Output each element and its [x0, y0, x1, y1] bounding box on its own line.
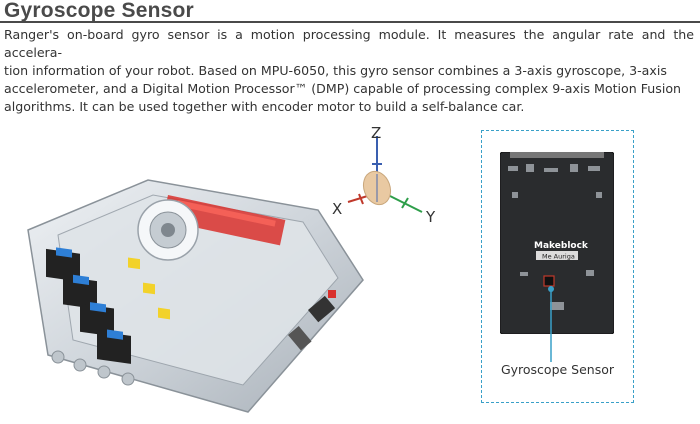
motor-ports [46, 247, 170, 364]
description-line: algorithms. It can be used together with… [4, 99, 525, 114]
pcb [500, 152, 614, 334]
title-divider [0, 21, 700, 23]
page-title: Gyroscope Sensor [4, 0, 194, 22]
description-paragraph: Ranger's on-board gyro sensor is a motio… [4, 26, 694, 116]
description-line: Ranger's on-board gyro sensor is a motio… [4, 27, 694, 60]
x-axis-label: X [332, 200, 342, 218]
me-auriga-board: Makeblock Me Auriga [500, 152, 614, 334]
pcb-components [508, 164, 602, 310]
y-axis-label: Y [425, 208, 436, 226]
robot-illustration [27, 179, 364, 413]
board-model-label: Me Auriga [542, 253, 575, 261]
y-axis-tick [401, 197, 409, 209]
gyroscope-sensor-caption: Gyroscope Sensor [500, 362, 615, 377]
shell-edge-details [51, 350, 135, 386]
gyro-chip [543, 275, 555, 287]
side-ports [288, 290, 336, 351]
description-line: tion information of your robot. Based on… [4, 63, 667, 78]
xyz-axes-diagram: Z X Y [332, 124, 436, 226]
led-ring [137, 199, 199, 261]
z-axis-label: Z [371, 124, 381, 142]
red-connector-strip [162, 194, 286, 246]
board-brand-label: Makeblock [534, 241, 589, 251]
description-line: accelerometer, and a Digital Motion Proc… [4, 81, 682, 96]
callout-pointer [548, 286, 554, 362]
board-callout-box [481, 130, 634, 403]
x-axis-tick [358, 193, 364, 205]
